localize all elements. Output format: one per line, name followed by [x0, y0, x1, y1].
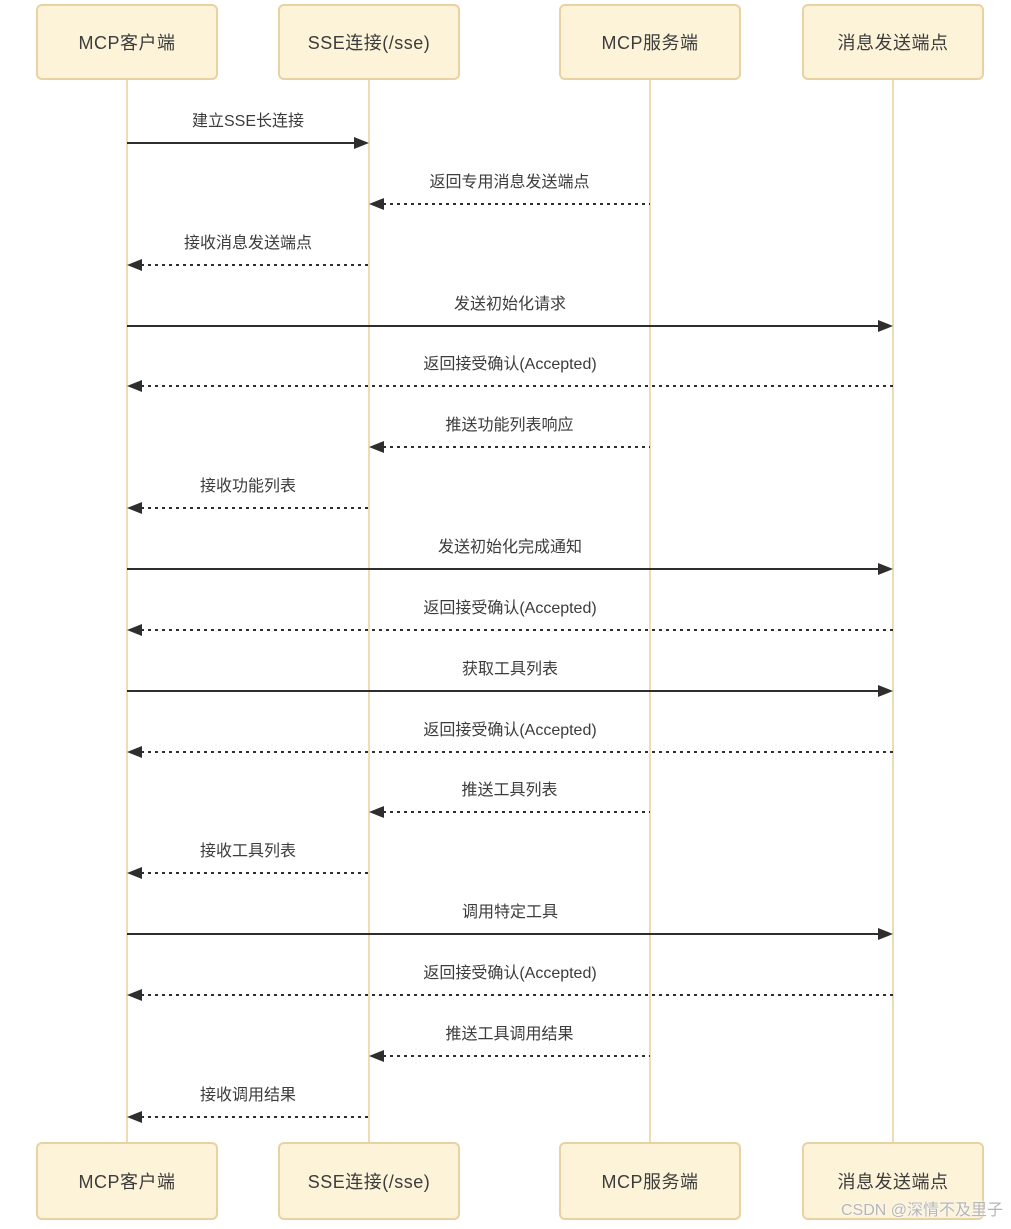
message-arrow-dashed	[141, 751, 893, 753]
arrowhead-icon	[878, 320, 893, 332]
message-arrow-dashed	[141, 264, 369, 266]
arrowhead-icon	[369, 441, 384, 453]
message-arrow-dashed	[141, 629, 893, 631]
actor-box-client-bottom: MCP客户端	[36, 1142, 218, 1220]
lifeline-server	[649, 80, 651, 1142]
message-label: 推送功能列表响应	[445, 417, 574, 434]
arrowhead-icon	[369, 1050, 384, 1062]
actor-label: MCP客户端	[78, 33, 176, 53]
message-label: 获取工具列表	[461, 661, 559, 678]
arrowhead-icon	[127, 259, 142, 271]
message-arrow-dashed	[383, 1055, 650, 1057]
actor-box-endpoint-top: 消息发送端点	[802, 4, 984, 80]
actor-box-sse-bottom: SSE连接(/sse)	[278, 1142, 460, 1220]
message-label: 返回接受确认(Accepted)	[423, 722, 597, 739]
message-label: 返回接受确认(Accepted)	[423, 356, 597, 373]
message-label: 发送初始化请求	[453, 296, 567, 313]
lifeline-endpoint	[892, 80, 894, 1142]
message-label: 接收工具列表	[199, 843, 297, 860]
message-arrow-solid	[127, 142, 355, 144]
message-arrow-dashed	[141, 872, 369, 874]
message-arrow-dashed	[141, 994, 893, 996]
arrowhead-icon	[127, 867, 142, 879]
arrowhead-icon	[127, 502, 142, 514]
actor-label: MCP服务端	[601, 33, 699, 53]
message-label: 返回接受确认(Accepted)	[423, 600, 597, 617]
arrowhead-icon	[127, 1111, 142, 1123]
message-label: 调用特定工具	[461, 904, 559, 921]
message-label: 接收消息发送端点	[183, 235, 313, 252]
message-arrow-solid	[127, 568, 879, 570]
message-label: 返回专用消息发送端点	[429, 174, 590, 191]
actor-box-endpoint-bottom: 消息发送端点	[802, 1142, 984, 1220]
arrowhead-icon	[878, 928, 893, 940]
arrowhead-icon	[127, 380, 142, 392]
arrowhead-icon	[878, 685, 893, 697]
actor-label: SSE连接(/sse)	[307, 33, 431, 53]
message-arrow-dashed	[141, 507, 369, 509]
message-label: 推送工具列表	[461, 782, 558, 799]
actor-box-client-top: MCP客户端	[36, 4, 218, 80]
actor-label: 消息发送端点	[837, 33, 949, 53]
actor-box-server-top: MCP服务端	[559, 4, 741, 80]
message-label: 建立SSE长连接	[191, 113, 305, 130]
lifeline-sse	[368, 80, 370, 1142]
arrowhead-icon	[354, 137, 369, 149]
message-label: 发送初始化完成通知	[437, 539, 583, 556]
message-arrow-dashed	[383, 203, 650, 205]
message-arrow-dashed	[383, 446, 650, 448]
arrowhead-icon	[369, 806, 384, 818]
message-arrow-solid	[127, 690, 879, 692]
actor-box-sse-top: SSE连接(/sse)	[278, 4, 460, 80]
watermark: CSDN @深情不及里子	[840, 1202, 1003, 1219]
message-arrow-dashed	[141, 385, 893, 387]
arrowhead-icon	[127, 746, 142, 758]
actor-label: MCP服务端	[601, 1172, 699, 1192]
actor-box-server-bottom: MCP服务端	[559, 1142, 741, 1220]
actor-label: MCP客户端	[78, 1172, 176, 1192]
arrowhead-icon	[127, 989, 142, 1001]
message-arrow-solid	[127, 933, 879, 935]
message-label: 接收调用结果	[199, 1087, 297, 1104]
message-arrow-solid	[127, 325, 879, 327]
message-label: 返回接受确认(Accepted)	[423, 965, 597, 982]
actor-label: 消息发送端点	[837, 1172, 949, 1192]
arrowhead-icon	[127, 624, 142, 636]
message-label: 接收功能列表	[199, 478, 297, 495]
actor-label: SSE连接(/sse)	[307, 1172, 431, 1192]
lifeline-client	[126, 80, 128, 1142]
message-arrow-dashed	[383, 811, 650, 813]
message-label: 推送工具调用结果	[445, 1026, 574, 1043]
arrowhead-icon	[369, 198, 384, 210]
arrowhead-icon	[878, 563, 893, 575]
message-arrow-dashed	[141, 1116, 369, 1118]
